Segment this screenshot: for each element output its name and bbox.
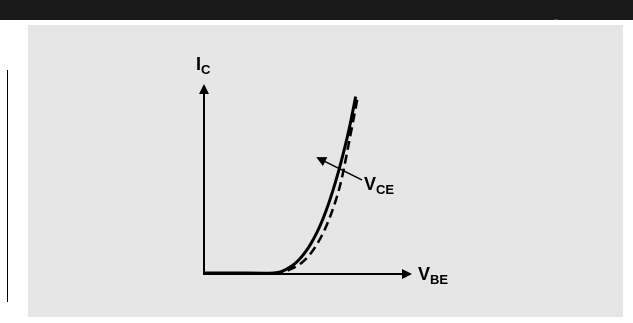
- curve-solid: [204, 96, 358, 275]
- y-axis-label: IC: [196, 54, 211, 77]
- x-axis-label: VBE: [418, 264, 448, 287]
- vce-arrow-group: [316, 157, 363, 181]
- vce-label: VCE: [364, 174, 394, 197]
- vce-label-main: V: [364, 174, 376, 194]
- series-layer: [204, 96, 360, 275]
- banner-shape: [0, 0, 633, 20]
- plot-panel: [28, 25, 623, 317]
- axes: [199, 84, 412, 279]
- left-rule: [7, 70, 8, 302]
- y-axis-label-main: I: [196, 54, 201, 74]
- x-axis-label-main: V: [418, 264, 430, 284]
- top-banner: [0, 0, 633, 20]
- x-axis-label-sub: BE: [430, 272, 448, 287]
- vce-arrow: [316, 157, 363, 181]
- y-axis-label-sub: C: [201, 62, 211, 77]
- curve-dashed: [204, 96, 360, 275]
- vce-label-sub: CE: [376, 182, 394, 197]
